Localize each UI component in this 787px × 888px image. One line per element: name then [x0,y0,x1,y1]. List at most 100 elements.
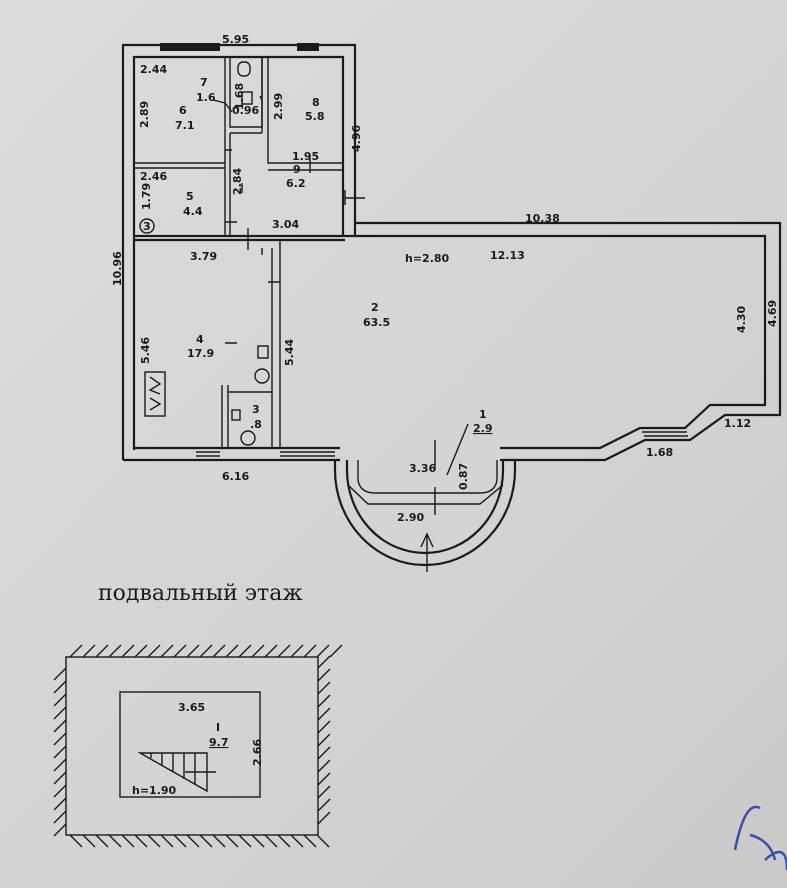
dim-porch-bottom: 2.90 [397,511,424,524]
hatch-line [317,707,331,721]
hatch-line [316,834,330,848]
dim-r2-height: 4.30 [735,306,748,333]
hatch-line [53,667,67,681]
hatch-line [108,644,122,658]
dim-r5-width: 2.46 [140,170,167,183]
hatch-line [316,644,330,658]
floor-caption: подвальный этаж [98,581,303,606]
handwritten-mark [733,805,787,871]
hatch-line [212,834,226,848]
hatch-line [82,834,96,848]
dim-bottom-left-width: 6.16 [222,470,249,483]
room-8-area: 5.8 [305,110,325,123]
hatch-line [53,693,67,707]
hatch-line [317,811,331,825]
hatch-line [95,834,109,848]
hatch-line [134,834,148,848]
hatch-line [317,720,331,734]
hatch-line [53,784,67,798]
hatch-line [186,834,200,848]
hatch-line [53,680,67,694]
dim-porch-depth: 0.87 [457,463,470,490]
dim-r8-width: 1.95 [292,150,319,163]
hatch-line [317,759,331,773]
hatch-line [264,644,278,658]
hatch-line [121,644,135,658]
door-marks [225,95,436,515]
dim-r9-height: 2.84 [231,168,244,195]
dim-main-length: 10.38 [525,212,560,225]
hatch-line [317,785,331,799]
stair-marker-number: 3 [143,220,151,233]
hatch-line [290,644,304,658]
room-9-number: 9 [293,163,301,176]
room-1-area: 2.9 [473,422,493,435]
dim-porch-width: 3.36 [409,462,436,475]
hatch-line [53,719,67,733]
hatch-line [173,834,187,848]
stair-marker-circle [139,218,155,234]
hatch-line [251,644,265,658]
hatch-line [69,834,83,848]
room-4-number: 4 [196,333,204,346]
hatch-line [134,644,148,658]
hatch-line [53,823,67,837]
room-4-area: 17.9 [187,347,214,360]
basement-plan: 3.65 I 9.7 2.66 h=1.90 [53,644,343,848]
basement-width: 3.65 [178,701,205,714]
hatch-line [53,745,67,759]
leader-line [446,423,469,476]
hatch-line [251,834,265,848]
dim-notch-depth: 1.12 [724,417,751,430]
leader-line [212,99,233,113]
hatch-line [53,797,67,811]
hatch-line [277,834,291,848]
hatch-line [212,644,226,658]
hatch-line [53,732,67,746]
dim-r4-height: 5.46 [139,337,152,364]
hatch-line [186,644,200,658]
hatch-line [121,834,135,848]
hatch-line [329,644,343,658]
dim-r7-width: 0.96 [232,104,259,117]
basement-height: 2.66 [251,739,264,766]
main-block-walls [123,221,782,462]
dim-r9-width: 3.04 [272,218,299,231]
hatch-line [95,644,109,658]
basement-area: 9.7 [209,736,229,749]
dim-r2-left-height: 5.44 [283,339,296,366]
hatch-line [317,746,331,760]
room-8-number: 8 [312,96,320,109]
hatch-line [317,668,331,682]
dimension-labels: 5.95 2.44 2.89 1.68 0.96 2.99 4.96 1.95 … [111,33,779,524]
room-7-area: 1.6 [196,91,216,104]
hatch-line [225,834,239,848]
dim-r6-width: 2.44 [140,63,167,76]
dim-top-width: 5.95 [222,33,249,46]
hatch-line [53,758,67,772]
hatch-line [238,644,252,658]
porch [333,460,517,567]
hatch-line [147,834,161,848]
dim-total-height: 10.96 [111,251,124,286]
room-labels: 1 2.9 2 63.5 3 .8 4 17.9 5 4.4 6 7.1 7 1… [139,76,493,435]
hatch-line [317,772,331,786]
hatch-line [303,834,317,848]
hatch-line [264,834,278,848]
room-1-number: 1 [479,408,487,421]
room-9-area: 6.2 [286,177,306,190]
room-6-number: 6 [179,104,187,117]
room-3-number: 3 [252,403,260,416]
hatch-line [317,681,331,695]
dim-r7-height: 1.68 [233,83,246,110]
dim-r4-width: 3.79 [190,250,217,263]
hatch-line [160,644,174,658]
entry-arrow-icon [420,532,434,572]
radiator-icon [144,371,166,417]
room-5-number: 5 [186,190,194,203]
room-6-area: 7.1 [175,119,195,132]
dim-right-top-height: 4.96 [350,125,363,152]
hatch-line [238,834,252,848]
